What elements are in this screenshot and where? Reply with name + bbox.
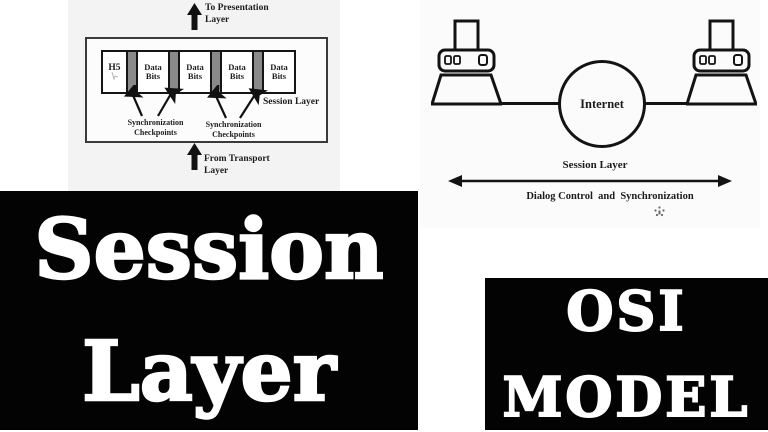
dialog-control-label: Dialog Control and Synchronization [526,191,694,202]
banner-line: MODEL [502,365,751,429]
network-wire [501,102,559,105]
busy-cursor-artifact-icon [654,206,665,217]
data-bits-cell: Data Bits [144,61,162,81]
sync-checkpoints-label-2: Synchronization Checkpoints [205,120,262,139]
network-wire [641,102,687,105]
header-cell: H5 [103,52,126,92]
session-layer-span-label: Session Layer [562,159,628,171]
data-bits-cell: Data Bits [228,61,246,81]
session-layer-banner: Session Layer [0,191,418,430]
computer-icon [686,19,757,106]
header-cell-label: H5 [108,62,121,73]
from-transport-label: From Transport Layer [204,154,270,176]
checkpoint-bar [126,52,138,92]
checkpoint-bar [210,52,222,92]
osi-model-banner: OSI MODEL [485,278,768,430]
checkpoint-bar [168,52,180,92]
banner-line: Layer [81,323,337,420]
double-arrow-icon [448,175,732,187]
internet-label: Internet [580,96,624,111]
data-bits-cell: Data Bits [270,61,288,81]
session-frame-diagram: To Presentation Layer H5 Data Bits Data … [68,0,340,191]
session-layer-caption: Session Layer [263,97,320,107]
cursor-artifact-icon [111,72,118,81]
internet-circle: Internet [558,60,646,148]
sync-arrows-icon [123,85,268,119]
computer-icon [431,19,502,106]
session-dialog-diagram: Internet Session Layer Dialog Control an… [420,0,760,228]
up-arrow-icon [187,3,202,30]
checkpoint-bar [252,52,264,92]
banner-line: OSI [565,279,687,343]
banner-line: Session [33,201,385,298]
data-bits-cell: Data Bits [186,61,204,81]
up-arrow-icon [187,143,202,170]
sync-checkpoints-label-1: Synchronization Checkpoints [127,118,184,137]
to-presentation-label: To Presentation Layer [205,3,269,25]
